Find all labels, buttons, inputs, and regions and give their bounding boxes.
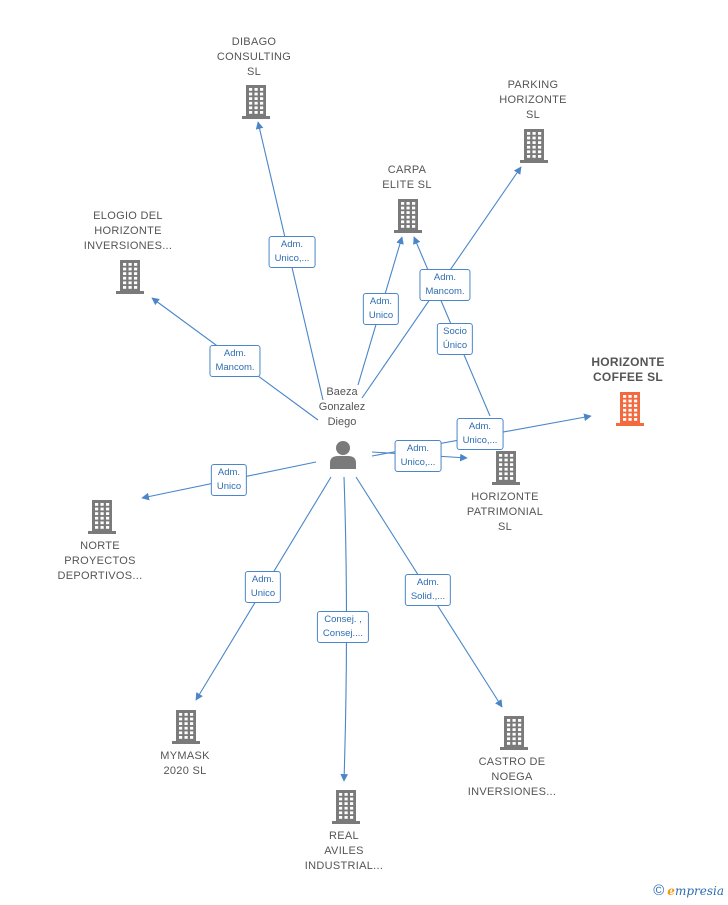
building-icon[interactable] — [242, 85, 270, 124]
relation-label-elogio[interactable]: Adm.Mancom. — [209, 345, 261, 377]
person-icon[interactable] — [328, 439, 358, 474]
copyright-icon: © — [653, 882, 665, 899]
brand-logo: empresia — [667, 883, 724, 898]
building-icon[interactable] — [520, 129, 548, 168]
relation-label-carpa[interactable]: Adm.Unico — [362, 293, 400, 325]
relation-label-dibago[interactable]: Adm.Unico,... — [268, 236, 316, 268]
relation-label-castro[interactable]: Adm.Solid.,... — [404, 574, 452, 606]
relation-label-parking[interactable]: Adm.Mancom. — [419, 269, 471, 301]
building-icon[interactable] — [332, 790, 360, 829]
relation-label-norte[interactable]: Adm.Unico — [210, 464, 248, 496]
brand-footer: © empresia — [653, 882, 724, 899]
building-icon[interactable] — [394, 199, 422, 238]
building-icon[interactable] — [172, 710, 200, 749]
building-icon[interactable] — [500, 716, 528, 755]
building-icon-focus[interactable] — [616, 392, 644, 431]
relation-label-real[interactable]: Consej. ,Consej.... — [316, 611, 370, 643]
building-icon[interactable] — [492, 451, 520, 490]
building-icon[interactable] — [88, 500, 116, 539]
relation-label-patrimonial[interactable]: Adm.Unico,... — [394, 440, 442, 472]
building-icon[interactable] — [116, 260, 144, 299]
relation-label-coffee[interactable]: Adm.Unico,... — [456, 418, 504, 450]
relation-label-mymask[interactable]: Adm.Unico — [244, 571, 282, 603]
